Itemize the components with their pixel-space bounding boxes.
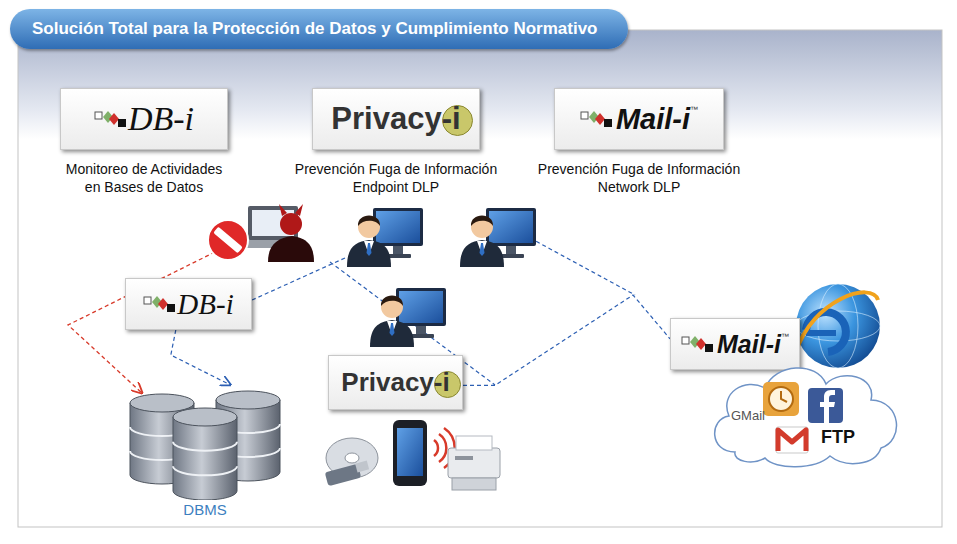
connector [171,330,231,385]
logo-text: DB-i [177,288,233,321]
user-icon [460,208,536,267]
trademark: ™ [781,332,789,341]
logo-box: Mail-i™Prevención Fuga de Información Ne… [554,88,724,150]
title-tab: Solución Total para la Protección de Dat… [10,9,628,49]
trademark: ™ [690,105,698,114]
user-icon [370,288,446,347]
devices [325,420,500,490]
database-node: DBMS [120,385,290,525]
user-line [252,258,345,300]
logo-mark [681,333,715,355]
logo-row: Mail-i™ [681,330,789,359]
logo-mark [94,108,128,130]
logo-box: DB-i [125,278,252,330]
logo-box: Mail-i™ [670,318,800,370]
ftp-text: FTP [821,427,855,448]
panel [18,30,942,527]
logo-caption: Prevención Fuga de Información Endpoint … [284,160,509,196]
cloud-node: GMailFTP [705,355,905,470]
logo-caption: Monitoreo de Actividades en Bases de Dat… [58,160,230,196]
gmail-text: GMail [731,408,765,423]
logo-mark [143,293,177,315]
globe-icon [796,284,880,368]
logo-row: Mail-i™ [580,103,698,136]
logo-text: Mail-i [717,330,781,359]
user-line [530,238,635,295]
logo-box: Privacy-iPrevención Fuga de Información … [312,88,480,150]
logo-text: Privacy-i [341,367,449,398]
title-text: Solución Total para la Protección de Dat… [32,19,598,39]
hacker-figure [208,204,314,262]
logo-caption: Prevención Fuga de Información Network D… [527,160,752,196]
logo-row: Privacy-i [341,367,449,398]
logo-row: Privacy-i [331,101,460,137]
logo-text: Mail-i [616,103,690,136]
logo-row: DB-i [143,288,233,321]
logo-mark [580,108,614,130]
logo-text: DB-i [128,100,194,138]
database-symbol [120,385,290,500]
user-icon [347,208,423,267]
logo-box: Privacy-i [328,355,463,410]
database-label: DBMS [120,501,290,518]
logo-text: Privacy-i [331,101,460,137]
logo-row: DB-i [94,100,194,138]
logo-box: DB-iMonitoreo de Actividades en Bases de… [60,88,228,150]
connector [463,295,670,385]
